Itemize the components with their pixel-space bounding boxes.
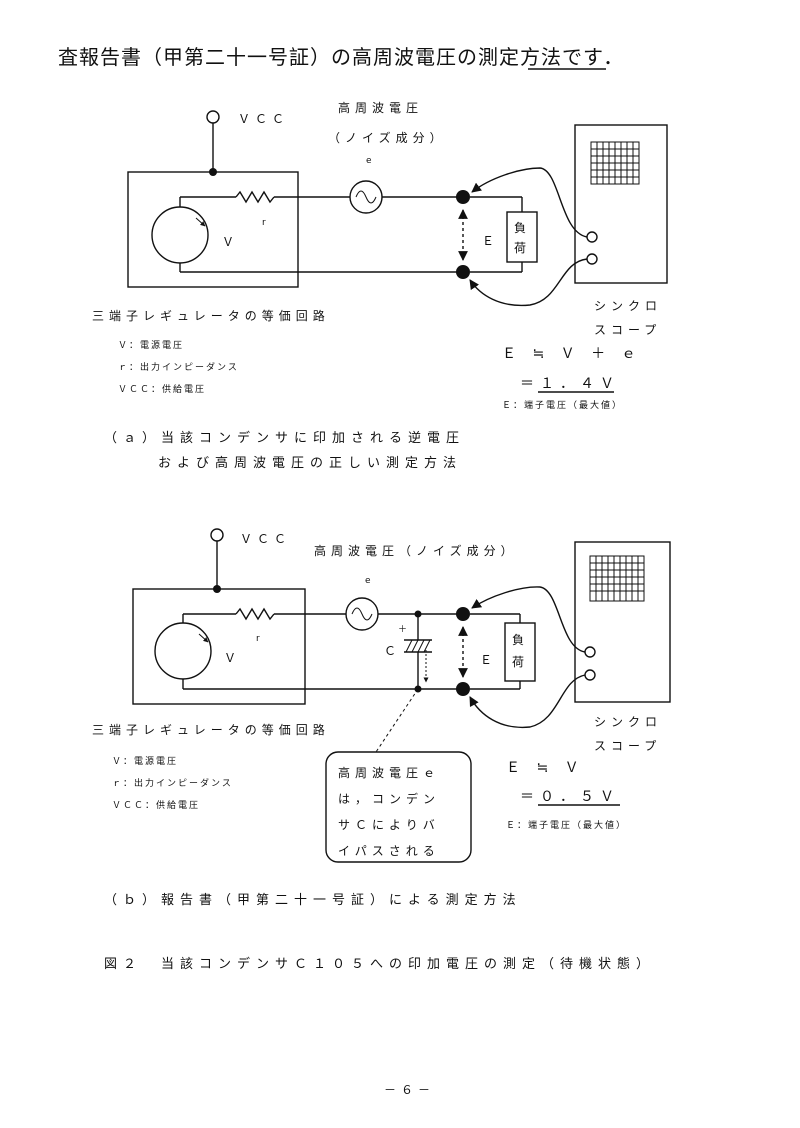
noise-title: 高周波電圧 xyxy=(338,100,423,115)
voltage-source-icon xyxy=(151,206,209,264)
figure-caption: 図２ 当該コンデンサＣ１０５への印加電圧の測定（待機状態） xyxy=(104,956,655,972)
callout-line-3: サＣによりバ xyxy=(338,818,440,832)
e-label: e xyxy=(366,156,374,166)
measured-value: ０．５Ｖ xyxy=(540,789,620,805)
resistor-icon xyxy=(235,190,275,204)
formula: Ｅ ≒ Ｖ xyxy=(506,760,585,776)
page-number: －６－ xyxy=(384,1083,435,1097)
formula: Ｅ ≒ Ｖ ＋ ｅ xyxy=(502,346,642,362)
e-voltage-label: Ｅ xyxy=(480,653,497,667)
callout-line-1: 高周波電圧ｅ xyxy=(338,765,440,780)
regulator-box xyxy=(127,171,299,288)
c-label: Ｃ xyxy=(384,644,401,658)
e-voltage-label: Ｅ xyxy=(482,234,499,248)
terminal-bottom-icon xyxy=(456,682,470,696)
peak-note: Ｅ：端子電圧（最大値） xyxy=(502,399,623,411)
load-label-2: 荷 xyxy=(512,655,529,669)
capacitor-icon xyxy=(404,639,432,653)
load-box xyxy=(506,211,538,263)
legend-vcc: ＶＣＣ：供給電圧 xyxy=(112,799,200,811)
callout-line-4: イパスされる xyxy=(338,844,440,858)
scope-screen-icon xyxy=(590,141,640,185)
probe-terminal-icon xyxy=(584,646,596,658)
callout-line-2: は，コンデン xyxy=(338,791,440,806)
v-label: Ｖ xyxy=(222,235,239,249)
e-label: e xyxy=(365,576,373,586)
probe-terminal-icon xyxy=(586,253,598,265)
noise-sub: （ノイズ成分） xyxy=(328,130,447,145)
measured-value: １．４Ｖ xyxy=(540,376,620,392)
page-title: 査報告書（甲第二十一号証）の高周波電圧の測定方法です． xyxy=(58,45,624,69)
resistor-icon xyxy=(235,607,275,621)
scope-label-1: シンクロ xyxy=(594,299,662,313)
v-label: Ｖ xyxy=(224,651,241,665)
noise-title: 高周波電圧（ノイズ成分） xyxy=(314,543,518,558)
load-label-2: 荷 xyxy=(514,241,531,255)
vcc-label: ＶＣＣ xyxy=(238,112,289,126)
r-label: r xyxy=(262,218,268,228)
load-label-1: 負 xyxy=(514,221,531,235)
equiv-circuit-label: 三端子レギュレータの等価回路 xyxy=(92,308,330,323)
diagram-b: ＶＣＣ Ｖ r 高周波電圧（ノイズ成分） e ＋ Ｃ xyxy=(92,528,671,908)
legend-v: Ｖ：電源電圧 xyxy=(118,340,184,351)
scope-screen-icon xyxy=(589,555,645,602)
caption-a-line1: （ａ）当該コンデンサに印加される逆電圧 xyxy=(104,430,465,446)
vcc-terminal-icon xyxy=(206,110,220,124)
scope-label-2: スコープ xyxy=(594,323,661,337)
terminal-bottom-icon xyxy=(456,265,470,279)
legend-vcc: ＶＣＣ：供給電圧 xyxy=(118,383,206,395)
terminal-top-icon xyxy=(456,190,470,204)
callout-pointer xyxy=(375,688,419,753)
terminal-top-icon xyxy=(456,607,470,621)
vcc-terminal-icon xyxy=(210,528,224,542)
probe-terminal-icon xyxy=(584,669,596,681)
load-box xyxy=(504,622,536,682)
legend-v: Ｖ：電源電圧 xyxy=(112,756,178,767)
regulator-box xyxy=(132,588,306,705)
caption-a-line2: および高周波電圧の正しい測定方法 xyxy=(158,455,462,471)
value-prefix: ＝ xyxy=(520,376,540,392)
callout-box xyxy=(325,751,472,863)
load-label-1: 負 xyxy=(512,633,529,647)
r-label: r xyxy=(256,634,262,644)
scope-label-2: スコープ xyxy=(594,739,661,753)
value-prefix: ＝ xyxy=(520,789,540,805)
scope-label-1: シンクロ xyxy=(594,715,662,729)
probe-terminal-icon xyxy=(586,231,598,243)
plus-label: ＋ xyxy=(398,624,409,635)
oscilloscope-box xyxy=(574,124,668,284)
peak-note: Ｅ：端子電圧（最大値） xyxy=(506,819,627,831)
oscilloscope-box xyxy=(574,541,671,703)
diagram-a: ＶＣＣ Ｖ r 高周波電圧 （ノイズ成分） e Ｅ 負 xyxy=(92,100,668,471)
legend-r: ｒ：出力インピーダンス xyxy=(118,361,239,373)
caption-b: （ｂ）報告書（甲第二十一号証）による測定方法 xyxy=(104,892,522,908)
equiv-circuit-label: 三端子レギュレータの等価回路 xyxy=(92,722,330,737)
legend-r: ｒ：出力インピーダンス xyxy=(112,777,233,789)
vcc-label: ＶＣＣ xyxy=(240,532,291,546)
voltage-source-icon xyxy=(154,622,212,680)
